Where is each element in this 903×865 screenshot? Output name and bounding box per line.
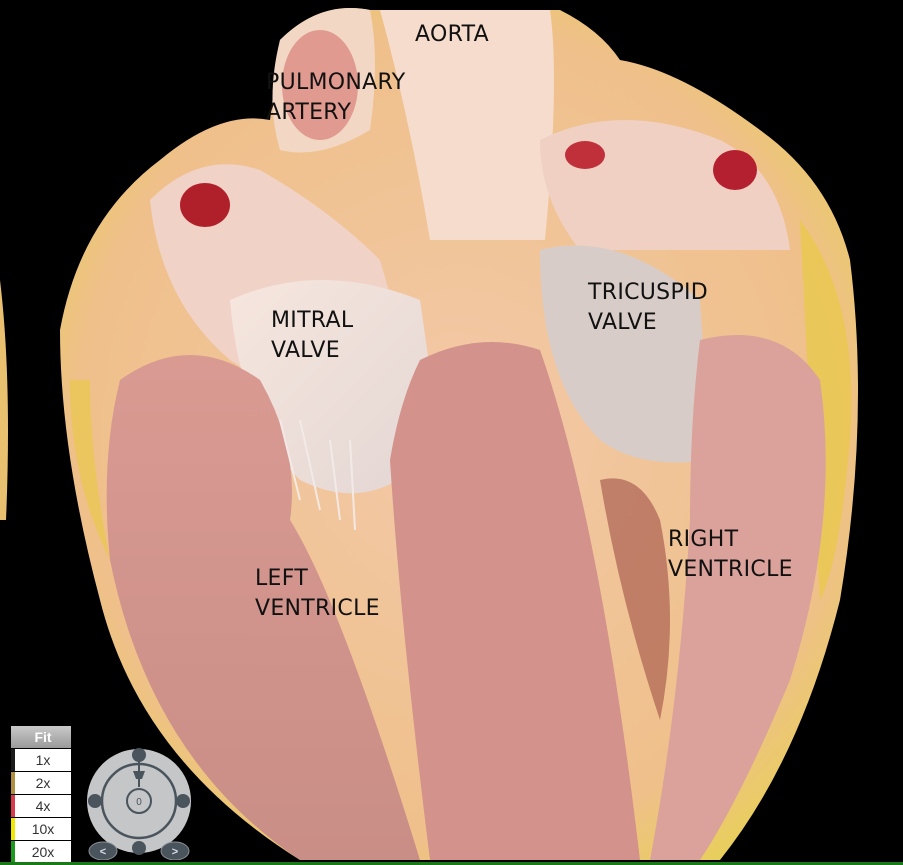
pan-left-button[interactable]	[88, 794, 102, 808]
zoom-1x-swatch	[11, 749, 15, 771]
pan-right-button[interactable]	[176, 794, 190, 808]
zoom-4x-swatch	[11, 795, 15, 817]
pan-down-button[interactable]	[132, 841, 146, 855]
label-aorta: AORTA	[415, 22, 489, 47]
zoom-4x-button[interactable]: 4x	[11, 795, 71, 817]
zoom-4x-label: 4x	[35, 798, 51, 814]
pan-up-button[interactable]	[132, 748, 146, 762]
rotation-center[interactable]	[126, 788, 152, 814]
zoom-2x-button[interactable]: 2x	[11, 772, 71, 794]
zoom-10x-swatch	[11, 818, 15, 840]
bottom-status-bar	[0, 862, 903, 865]
zoom-10x-button[interactable]: 10x	[11, 818, 71, 840]
zoom-fit-label: Fit	[34, 729, 52, 745]
zoom-2x-label: 2x	[35, 775, 51, 791]
rotate-right-button[interactable]	[160, 841, 190, 860]
zoom-1x-button[interactable]: 1x	[11, 749, 71, 771]
label-tricuspid-valve: TRICUSPID VALVE	[588, 280, 709, 335]
rotation-handle-icon[interactable]	[133, 771, 145, 779]
zoom-20x-swatch	[11, 841, 15, 863]
label-left-ventricle: LEFT VENTRICLE	[255, 566, 380, 621]
zoom-10x-label: 10x	[31, 821, 55, 837]
rotate-right-icon: >	[172, 846, 178, 858]
label-pulmonary-artery: PULMONARY ARTERY	[266, 70, 406, 125]
label-right-ventricle: RIGHT VENTRICLE	[668, 527, 793, 582]
zoom-20x-button[interactable]: 20x	[11, 841, 71, 863]
zoom-fit-button[interactable]: Fit	[11, 726, 71, 748]
label-mitral-valve: MITRAL VALVE	[271, 308, 354, 363]
zoom-level-panel: Fit 1x 2x 4x 10x 20x	[11, 726, 71, 864]
rotate-left-button[interactable]	[88, 841, 118, 860]
navigation-wheel[interactable]: 0 < >	[85, 745, 195, 860]
rotation-value: 0	[136, 797, 142, 808]
zoom-20x-label: 20x	[31, 844, 55, 860]
zoom-1x-label: 1x	[35, 752, 51, 768]
zoom-2x-swatch	[11, 772, 15, 794]
rotate-left-icon: <	[100, 846, 106, 858]
